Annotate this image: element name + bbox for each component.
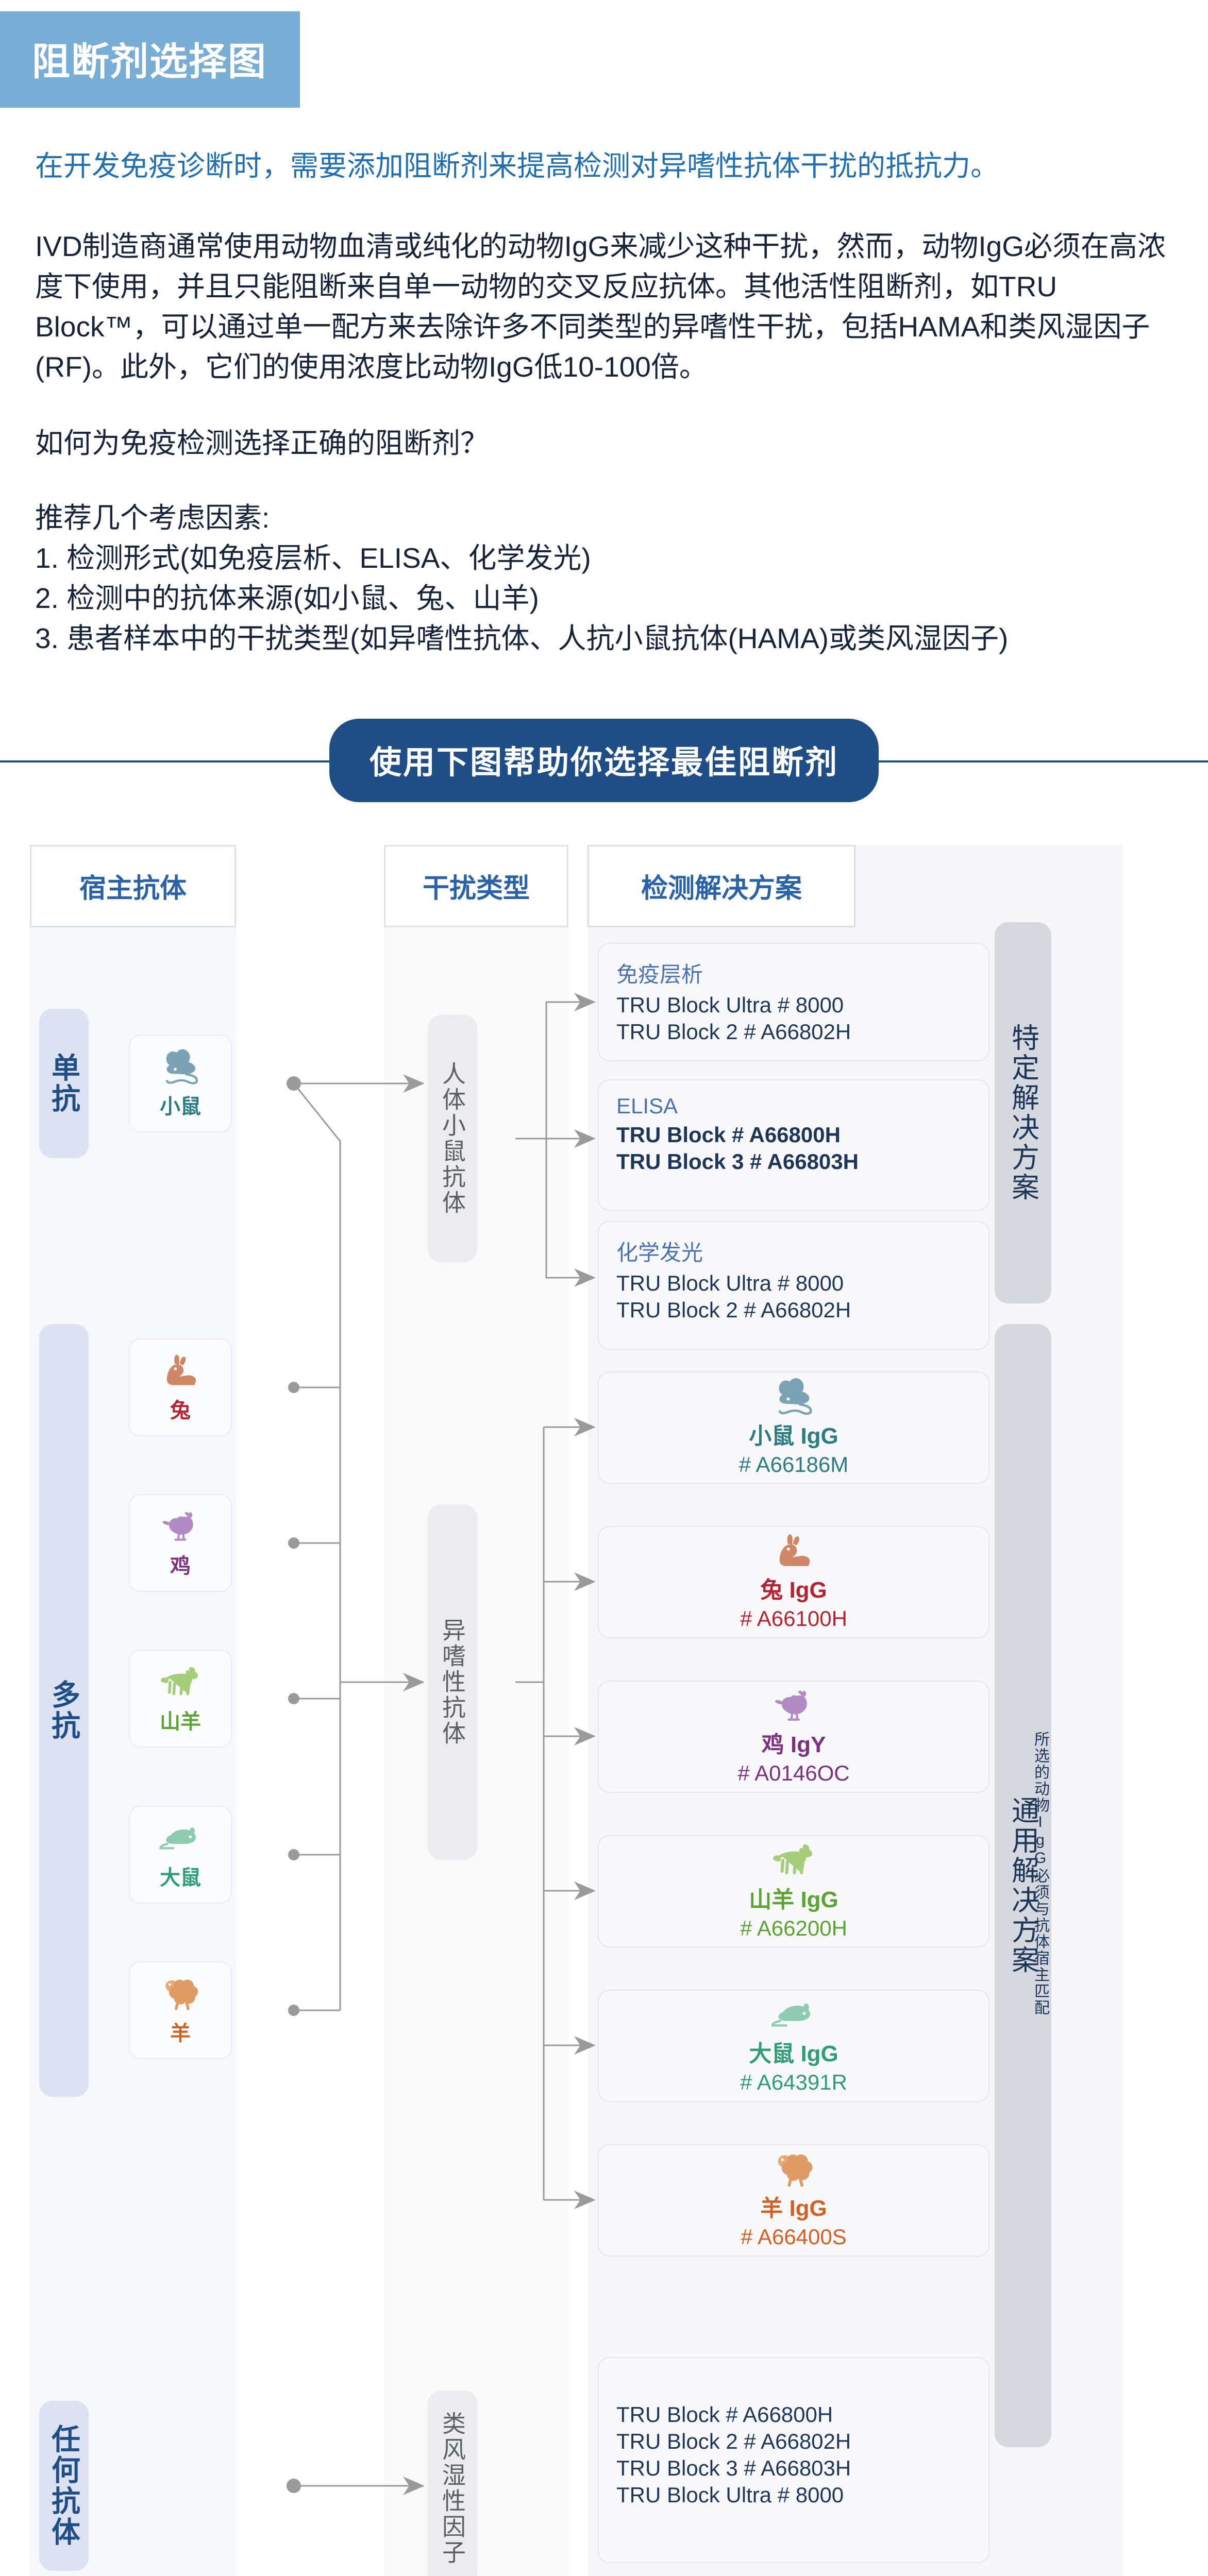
solution-card-sheep-igg[interactable]: 羊 IgG # A66400S (598, 2144, 989, 2257)
column-header-solution: 检测解决方案 (588, 844, 855, 927)
divider-label: 使用下图帮助你选择最佳阻断剂 (329, 718, 879, 802)
product-line: TRU Block 2 # A66802H (616, 1020, 851, 1044)
product-line: TRU Block Ultra # 8000 (616, 1270, 844, 1295)
section-divider: 使用下图帮助你选择最佳阻断剂 (0, 714, 1208, 807)
column-header-interference: 干扰类型 (384, 844, 568, 927)
igg-name-sheep: 羊 IgG (760, 2195, 827, 2221)
igg-catalog-sheep: # A66400S (741, 2224, 847, 2249)
host-label-rat: 大鼠 (160, 1866, 201, 1889)
solution-card-lfa[interactable]: 免疫层析 TRU Block Ultra # 8000 TRU Block 2 … (598, 942, 989, 1061)
rat-icon (156, 1819, 205, 1858)
host-label-chicken: 鸡 (170, 1554, 191, 1578)
host-label-mouse: 小鼠 (160, 1095, 201, 1118)
goat-icon (156, 1663, 205, 1702)
side-rail-specific: 特定解决方案 (995, 922, 1051, 1303)
host-card-sheep[interactable]: 羊 (129, 1961, 232, 2059)
question-paragraph: 如何为免疫检测选择正确的阻断剂？ (35, 427, 489, 460)
page-title: 阻断剂选择图 (0, 11, 300, 108)
interference-heterophilic[interactable]: 异嗜性抗体 (428, 1504, 477, 1860)
side-rail-note: 所选的动物IgG必须与抗体宿主匹配 (1032, 1731, 1049, 2016)
igg-name-chicken: 鸡 IgY (761, 1732, 826, 1757)
chicken-icon (767, 1688, 820, 1724)
igg-catalog-chicken: # A0146OC (737, 1760, 850, 1785)
factor-item-1: 1. 检测形式(如免疫层析、ELISA、化学发光) (35, 541, 591, 574)
solution-card-elisa[interactable]: ELISA TRU Block # A66800H TRU Block 3 # … (598, 1079, 989, 1211)
rabbit-icon (767, 1533, 820, 1569)
factors-block: 推荐几个考虑因素: 1. 检测形式(如免疫层析、ELISA、化学发光) 2. 检… (35, 498, 1173, 658)
factor-item-2: 2. 检测中的抗体来源(如小鼠、兔、山羊) (35, 582, 539, 614)
sheep-icon (156, 1974, 205, 2013)
igg-catalog-mouse: # A66186M (739, 1452, 849, 1477)
solution-card-rf-block[interactable]: TRU Block # A66800H TRU Block 2 # A66802… (598, 2357, 989, 2563)
factors-intro: 推荐几个考虑因素: (35, 501, 270, 534)
igg-catalog-rabbit: # A66100H (740, 1606, 847, 1631)
host-card-chicken[interactable]: 鸡 (129, 1494, 232, 1592)
igg-name-rabbit: 兔 IgG (760, 1577, 827, 1603)
host-card-mouse[interactable]: 小鼠 (129, 1034, 232, 1132)
host-label-rabbit: 兔 (170, 1399, 191, 1422)
host-group-mono[interactable]: 单抗 (39, 1008, 89, 1158)
assay-label-elisa: ELISA (616, 1093, 678, 1118)
host-card-goat[interactable]: 山羊 (129, 1649, 232, 1748)
rat-icon (767, 1997, 820, 2033)
chicken-icon (156, 1507, 205, 1546)
solution-card-mouse-igg[interactable]: 小鼠 IgG # A66186M (598, 1371, 989, 1484)
solution-card-chicken-igy[interactable]: 鸡 IgY # A0146OC (598, 1680, 989, 1793)
body-paragraph-1: IVD制造商通常使用动物血清或纯化的动物IgG来减少这种干扰，然而，动物IgG必… (35, 230, 1166, 383)
solution-card-rat-igg[interactable]: 大鼠 IgG # A64391R (598, 1989, 989, 2102)
goat-icon (767, 1842, 820, 1879)
product-line: TRU Block Ultra # 8000 (616, 2483, 844, 2507)
factor-item-3: 3. 患者样本中的干扰类型(如异嗜性抗体、人抗小鼠抗体(HAMA)或类风湿因子) (35, 622, 1009, 654)
product-line: TRU Block # A66800H (616, 2402, 833, 2427)
assay-label-lfa: 免疫层析 (616, 962, 703, 987)
host-group-poly[interactable]: 多抗 (39, 1324, 89, 2097)
interference-rf[interactable]: 类风湿性因子 (428, 2390, 477, 2576)
assay-label-clia: 化学发光 (616, 1240, 703, 1265)
igg-name-rat: 大鼠 IgG (749, 2041, 838, 2066)
igg-catalog-rat: # A64391R (740, 2070, 847, 2094)
igg-catalog-goat: # A66200H (740, 1916, 847, 1940)
product-line: TRU Block 2 # A66802H (616, 1298, 851, 1323)
mouse-icon (156, 1047, 205, 1087)
solution-card-rabbit-igg[interactable]: 兔 IgG # A66100H (598, 1526, 989, 1638)
product-line: TRU Block 3 # A66803H (616, 1149, 859, 1174)
igg-name-goat: 山羊 IgG (749, 1887, 838, 1912)
host-card-rabbit[interactable]: 兔 (129, 1338, 232, 1436)
rabbit-icon (156, 1351, 205, 1391)
column-header-host: 宿主抗体 (30, 844, 236, 927)
solution-card-goat-igg[interactable]: 山羊 IgG # A66200H (598, 1835, 989, 1947)
solution-card-clia[interactable]: 化学发光 TRU Block Ultra # 8000 TRU Block 2 … (598, 1221, 989, 1350)
blocker-selection-diagram: 宿主抗体 干扰类型 检测解决方案 (0, 844, 1208, 2576)
host-group-any[interactable]: 任何抗体 (39, 2400, 89, 2571)
host-label-goat: 山羊 (160, 1710, 201, 1733)
interference-hama[interactable]: 人体小鼠抗体 (428, 1014, 477, 1262)
product-line: TRU Block Ultra # 8000 (616, 992, 844, 1017)
article-section: 阻断剂选择图 在开发免疫诊断时，需要添加阻断剂来提高检测对异嗜性抗体干扰的抵抗力… (0, 0, 1208, 658)
product-line: TRU Block # A66800H (616, 1122, 841, 1147)
sheep-icon (767, 2151, 820, 2188)
side-rail-general: 通用解决方案 (995, 1324, 1051, 2447)
host-card-rat[interactable]: 大鼠 (129, 1805, 232, 1904)
igg-name-mouse: 小鼠 IgG (749, 1423, 838, 1449)
product-line: TRU Block 2 # A66802H (616, 2429, 851, 2454)
product-line: TRU Block 3 # A66803H (616, 2456, 851, 2481)
host-label-sheep: 羊 (170, 2022, 191, 2045)
lead-paragraph: 在开发免疫诊断时，需要添加阻断剂来提高检测对异嗜性抗体干扰的抵抗力。 (35, 150, 999, 182)
mouse-icon (767, 1378, 820, 1415)
